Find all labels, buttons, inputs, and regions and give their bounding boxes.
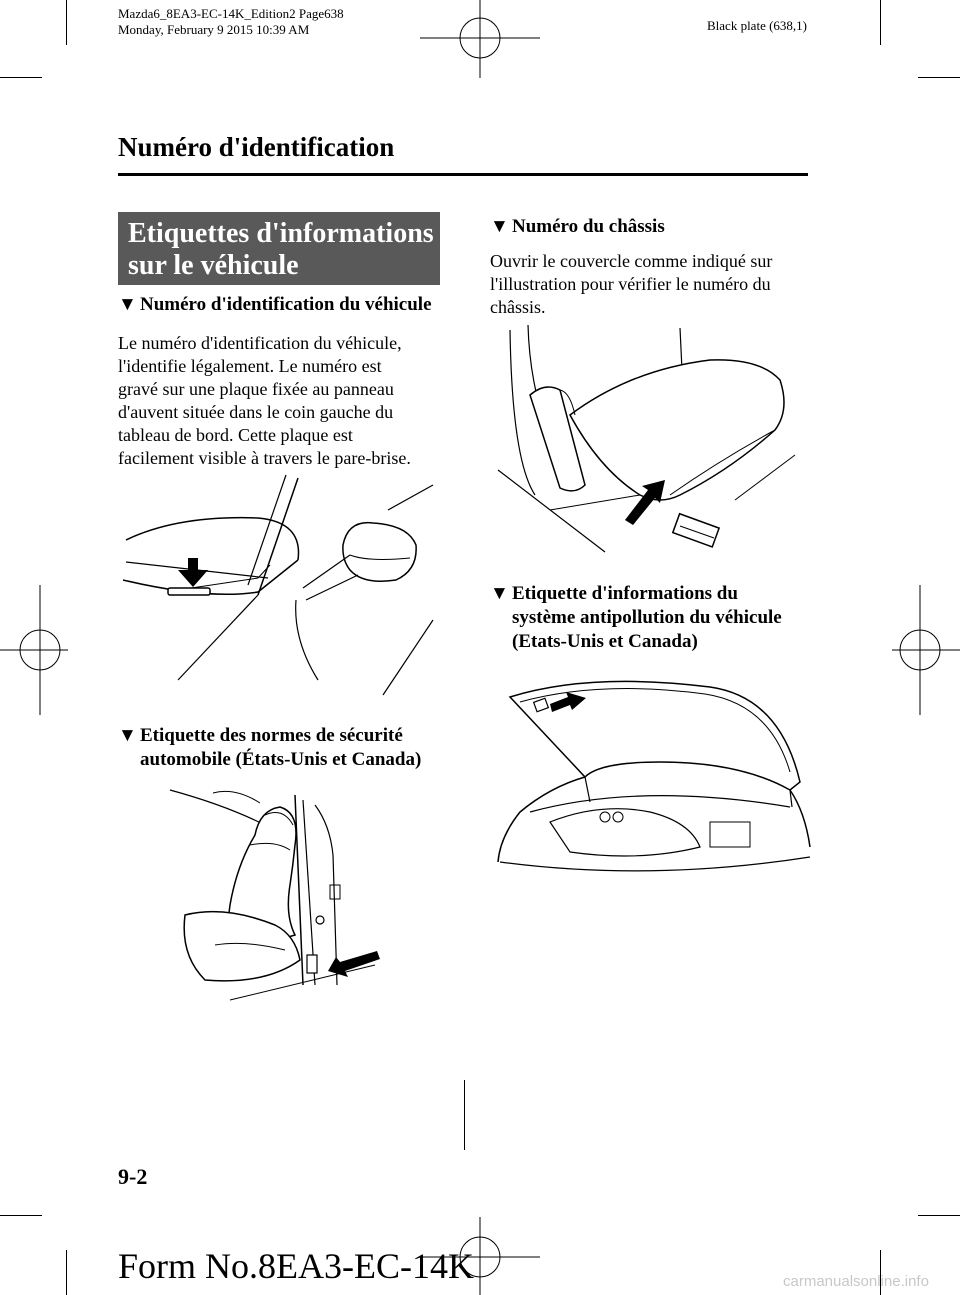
safety-heading: ▼Etiquette des normes de sécurité automo…	[118, 724, 421, 772]
triangle-icon: ▼	[118, 725, 137, 746]
safety-label-illustration	[169, 789, 380, 1001]
topic-banner: Etiquettes d'informations sur le véhicul…	[118, 212, 440, 285]
chassis-heading-text: Numéro du châssis	[512, 216, 665, 237]
vin-line: gravé sur une plaque fixée au panneau	[118, 379, 394, 399]
emission-heading-line2: système antipollution du véhicule	[512, 607, 782, 628]
registration-mark-bottom	[420, 1217, 540, 1295]
section-title: Numéro d'identification	[118, 132, 395, 162]
chassis-line: Ouvrir le couvercle comme indiqué sur	[490, 251, 773, 271]
chassis-number-illustration	[497, 324, 796, 553]
triangle-icon: ▼	[490, 216, 509, 237]
emission-heading: ▼Etiquette d'informations du système ant…	[490, 582, 782, 654]
banner-line-2: sur le véhicule	[128, 250, 299, 281]
safety-heading-line1: Etiquette des normes de sécurité	[140, 725, 403, 746]
emission-heading-line1: Etiquette d'informations du	[512, 583, 738, 604]
emission-heading-line3: (Etats-Unis et Canada)	[512, 631, 698, 652]
print-date-line: Monday, February 9 2015 10:39 AM	[118, 22, 310, 37]
vin-heading-text: Numéro d'identification du véhicule	[140, 294, 432, 315]
chassis-line: l'illustration pour vérifier le numéro d…	[490, 274, 771, 294]
watermark-text: carmanualsonline.info	[783, 1273, 929, 1290]
triangle-icon: ▼	[490, 583, 509, 604]
banner-line-1: Etiquettes d'informations	[128, 218, 434, 249]
header-rule	[118, 173, 808, 176]
registration-mark-left	[0, 585, 68, 715]
form-number: Form No.8EA3-EC-14K	[118, 1246, 474, 1286]
plate-label: Black plate (638,1)	[707, 18, 807, 33]
triangle-icon: ▼	[118, 294, 137, 315]
vin-paragraph: Le numéro d'identification du véhicule, …	[118, 332, 411, 470]
chassis-paragraph: Ouvrir le couvercle comme indiqué sur l'…	[490, 250, 772, 319]
vin-line: l'identifie légalement. Le numéro est	[118, 356, 382, 376]
page-number: 9-2	[118, 1164, 148, 1189]
print-file-line: Mazda6_8EA3-EC-14K_Edition2 Page638	[118, 6, 344, 21]
registration-mark-right	[892, 585, 960, 715]
safety-heading-line2: automobile (États-Unis et Canada)	[140, 749, 422, 770]
vin-heading: ▼Numéro d'identification du véhicule	[118, 293, 432, 317]
vin-line: facilement visible à travers le pare-bri…	[118, 448, 411, 468]
vin-line: Le numéro d'identification du véhicule,	[118, 333, 402, 353]
vin-plate-illustration	[122, 474, 434, 696]
registration-mark-top	[420, 0, 540, 78]
emission-label-illustration	[497, 680, 811, 872]
chassis-heading: ▼Numéro du châssis	[490, 215, 665, 239]
vin-line: d'auvent située dans le coin gauche du	[118, 402, 394, 422]
vin-line: tableau de bord. Cette plaque est	[118, 425, 353, 445]
chassis-line: châssis.	[490, 297, 546, 317]
